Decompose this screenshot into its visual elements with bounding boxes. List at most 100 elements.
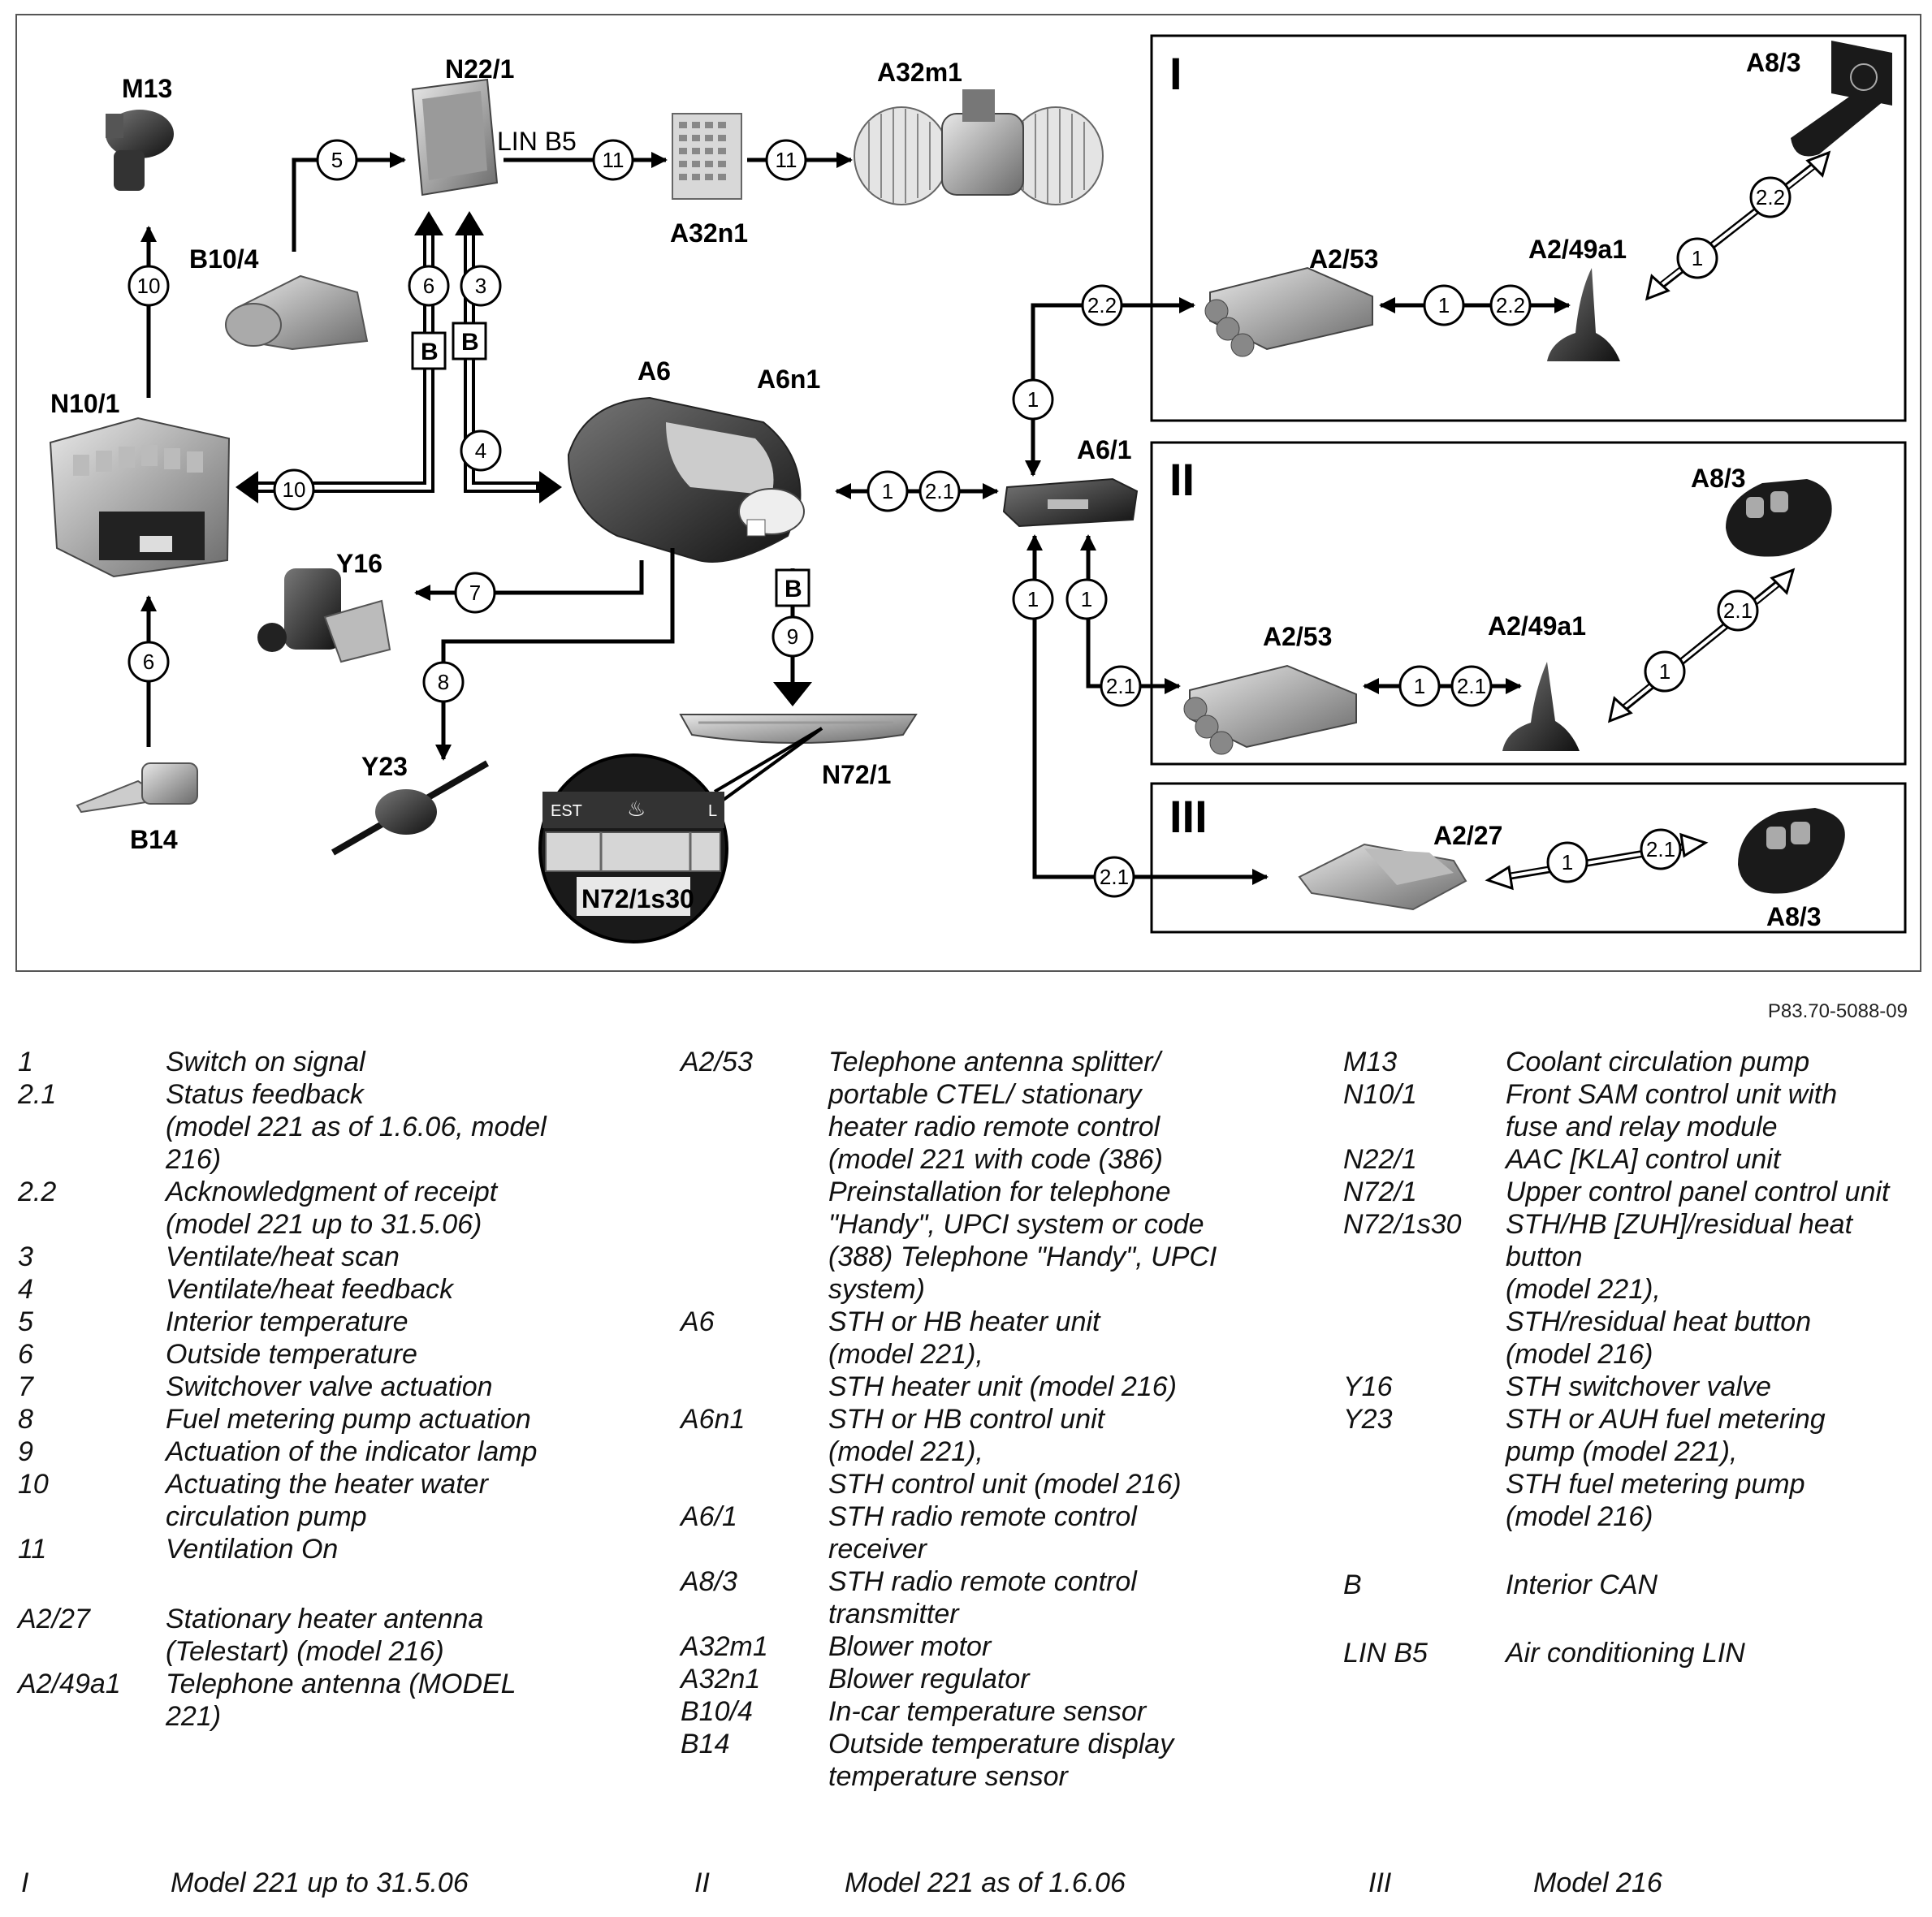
button-label-est: EST: [551, 802, 582, 820]
legend-code: [1343, 1500, 1506, 1533]
sig-1-h: 1: [1659, 659, 1671, 684]
legend-code: [18, 1143, 166, 1176]
telephone-antenna-ii: [1502, 662, 1580, 751]
sig-2-2-b: 2.2: [1496, 293, 1525, 317]
label-a32m1: A32m1: [877, 58, 962, 87]
variant-code-i: I: [21, 1867, 29, 1898]
sig-10-a: 10: [137, 274, 161, 298]
legend-description: STH radio remote control: [828, 1501, 1137, 1532]
aac-control-unit-n22-1: [411, 78, 499, 196]
legend-row: STH control unit (model 216): [681, 1468, 1265, 1500]
label-b10-4: B10/4: [189, 244, 259, 274]
legend-row: STH/residual heat button: [1343, 1306, 1928, 1338]
legend-description: Actuation of the indicator lamp: [166, 1436, 538, 1467]
legend-code: [18, 1111, 166, 1143]
legend-code: A6/1: [681, 1501, 737, 1532]
remote-transmitter-iii: [1738, 808, 1845, 894]
legend-description: (388) Telephone "Handy", UPCI: [828, 1241, 1217, 1272]
legend-code: N72/1: [1343, 1177, 1417, 1207]
legend-code: [18, 1208, 166, 1241]
remote-transmitter-ii: [1726, 479, 1832, 557]
sig-2-1-c: 2.1: [1100, 865, 1129, 889]
sig-9: 9: [787, 624, 798, 649]
legend-code: 1: [18, 1047, 33, 1077]
legend-description: "Handy", UPCI system or code: [828, 1209, 1204, 1240]
legend-code: A6: [681, 1306, 715, 1337]
legend-description: pump (model 221),: [1506, 1436, 1738, 1467]
legend-row: (model 216): [1343, 1338, 1928, 1371]
legend-row: (model 221),: [681, 1338, 1265, 1371]
legend-row: portable CTEL/ stationary: [681, 1078, 1265, 1111]
legend-row: button: [1343, 1241, 1928, 1273]
sig-4: 4: [475, 438, 486, 463]
legend-row: heater radio remote control: [681, 1111, 1265, 1143]
legend-description: Interior CAN: [1506, 1569, 1658, 1600]
switchover-valve-y16: [257, 568, 391, 663]
legend-description: STH radio remote control: [828, 1566, 1137, 1597]
legend-description: Outside temperature display: [828, 1729, 1174, 1759]
legend-spacer: [1343, 1533, 1928, 1569]
legend-code: A32n1: [681, 1664, 761, 1695]
label-a8-3-i: A8/3: [1746, 48, 1801, 77]
sig-1-d: 1: [1081, 587, 1092, 611]
label-a2-53-ii: A2/53: [1263, 622, 1332, 651]
legend-code: [1343, 1468, 1506, 1500]
legend-description: Coolant circulation pump: [1506, 1047, 1810, 1077]
button-magnifier-n72-1s30: [538, 727, 823, 943]
legend-description: Fuel metering pump actuation: [166, 1404, 531, 1435]
panel-numeral-i: I: [1169, 48, 1182, 99]
legend-description: STH fuel metering pump: [1506, 1469, 1805, 1500]
label-y23: Y23: [361, 752, 408, 781]
legend-code: B14: [681, 1729, 730, 1759]
sig-1-c: 1: [1027, 587, 1039, 611]
coolant-pump-m13: [106, 110, 174, 191]
legend-code: [681, 1533, 828, 1565]
sig-2-1-d: 2.1: [1457, 674, 1486, 698]
legend-code: [681, 1111, 828, 1143]
legend-code: A6n1: [681, 1404, 746, 1435]
legend-description: fuse and relay module: [1506, 1112, 1778, 1142]
legend-row: system): [681, 1273, 1265, 1306]
sig-2-1-e: 2.1: [1723, 598, 1753, 623]
legend-description: receiver: [828, 1534, 927, 1565]
legend-description: (model 221 as of 1.6.06, model: [166, 1112, 547, 1142]
legend-description: Outside temperature: [166, 1339, 417, 1370]
legend-code: [1343, 1306, 1506, 1338]
legend-code: [681, 1436, 828, 1468]
legend-row: "Handy", UPCI system or code: [681, 1208, 1265, 1241]
legend-description: (model 216): [1506, 1339, 1653, 1370]
legend-description: Ventilate/heat scan: [166, 1241, 400, 1272]
legend-description: portable CTEL/ stationary: [828, 1079, 1142, 1110]
legend-row: (Telestart) (model 216): [18, 1635, 603, 1668]
sig-2-2-c: 2.2: [1756, 185, 1785, 209]
legend-code: N22/1: [1343, 1144, 1417, 1175]
legend-description: temperature sensor: [828, 1761, 1068, 1792]
legend-row: (388) Telephone "Handy", UPCI: [681, 1241, 1265, 1273]
legend-code: [681, 1143, 828, 1176]
legend-row: receiver: [681, 1533, 1265, 1565]
legend-description: Status feedback: [166, 1079, 364, 1110]
legend-description: STH or AUH fuel metering: [1506, 1404, 1826, 1435]
legend-row: A6/1 STH radio remote control: [681, 1500, 1265, 1533]
sig-6-a: 6: [423, 274, 434, 298]
legend-code: 2.2: [18, 1177, 57, 1207]
sig-8: 8: [438, 670, 449, 694]
legend-code: [681, 1598, 828, 1630]
stationary-antenna-a2-27: [1298, 843, 1467, 911]
legend-description: STH switchover valve: [1506, 1371, 1771, 1402]
legend-code: [681, 1760, 828, 1793]
legend-description: Blower motor: [828, 1631, 992, 1662]
label-n72-1: N72/1: [822, 760, 891, 789]
legend-description: STH control unit (model 216): [828, 1469, 1182, 1500]
can-label-3: B: [784, 576, 802, 602]
